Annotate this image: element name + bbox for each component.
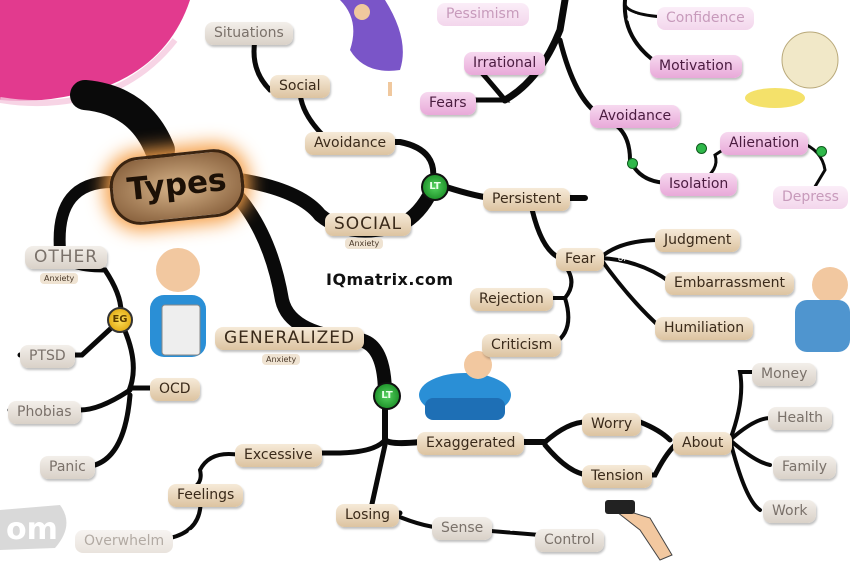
- persistent-node: Persistent: [483, 188, 571, 211]
- worry-node: Worry: [582, 413, 642, 436]
- tension-node: Tension: [582, 465, 653, 488]
- confidence-node: Confidence: [657, 7, 754, 30]
- lt-connector-generalized: LT: [373, 382, 401, 410]
- social-anxiety-node: Social: [325, 213, 412, 236]
- social-avoidance-node: Avoidance: [305, 132, 396, 155]
- green-dot: [696, 143, 707, 154]
- green-dot: [627, 158, 638, 169]
- of-connector-fear: of: [618, 254, 627, 264]
- isolation-node: Isolation: [660, 173, 738, 196]
- rejection-node: Rejection: [470, 288, 553, 311]
- fears-node: Fears: [420, 92, 476, 115]
- embarrassment-node: Embarrassment: [665, 272, 794, 295]
- generalized-anxiety-subtitle: Anxiety: [262, 354, 301, 365]
- skull-figure: [745, 31, 839, 108]
- pessimism-node: Pessimism: [437, 3, 529, 26]
- eg-connector-other: EG: [107, 307, 133, 333]
- control-node: Control: [535, 529, 604, 552]
- fear-node: Fear: [556, 248, 605, 271]
- of-connector-social: of: [346, 80, 355, 90]
- work-node: Work: [763, 500, 817, 523]
- of-connector-sense: of: [509, 524, 518, 534]
- green-dot: [816, 146, 827, 157]
- overwhelm-node: Overwhelm: [75, 530, 174, 553]
- worried-man-figure: [150, 248, 206, 357]
- criticism-node: Criticism: [482, 334, 562, 357]
- sitting-man-figure: [419, 351, 511, 420]
- losing-node: Losing: [336, 504, 400, 527]
- depression-node: Depress: [773, 186, 848, 209]
- health-node: Health: [768, 407, 832, 430]
- phobias-node: Phobias: [8, 401, 81, 424]
- money-node: Money: [752, 363, 817, 386]
- family-node: Family: [773, 456, 837, 479]
- excessive-node: Excessive: [235, 444, 322, 467]
- corner-blob: [0, 0, 190, 101]
- irrational-node: Irrational: [464, 52, 546, 75]
- situations-node: Situations: [205, 22, 293, 45]
- social-branch-node: Social: [270, 75, 330, 98]
- judgment-node: Judgment: [655, 229, 741, 252]
- motivation-node: Motivation: [650, 55, 742, 78]
- lt-connector-social: LT: [421, 173, 449, 201]
- other-anxiety-node: Other: [25, 246, 108, 269]
- other-anxiety-subtitle: Anxiety: [40, 273, 79, 284]
- generalized-anxiety-node: Generalized: [215, 327, 365, 350]
- watermark: IQmatrix.com: [326, 270, 454, 289]
- girl-figure: [340, 0, 403, 96]
- exaggerated-node: Exaggerated: [417, 432, 525, 455]
- about-node: About: [673, 432, 733, 455]
- of-connector-overwhelm: of: [188, 528, 197, 538]
- social-anxiety-subtitle: Anxiety: [345, 238, 384, 249]
- hand-figure: [605, 500, 673, 561]
- avoidance-pink-node: Avoidance: [590, 105, 681, 128]
- sense-node: Sense: [432, 517, 493, 540]
- humiliation-node: Humiliation: [655, 317, 754, 340]
- ocd-node: OCD: [150, 378, 200, 401]
- corner-fragment: om: [6, 512, 58, 547]
- panic-node: Panic: [40, 456, 95, 479]
- of-connector-confidence: of: [627, 14, 636, 24]
- alienation-node: Alienation: [720, 132, 809, 155]
- feelings-node: Feelings: [168, 484, 244, 507]
- ptsd-node: PTSD: [20, 345, 75, 368]
- partial-figure-right: [795, 267, 850, 352]
